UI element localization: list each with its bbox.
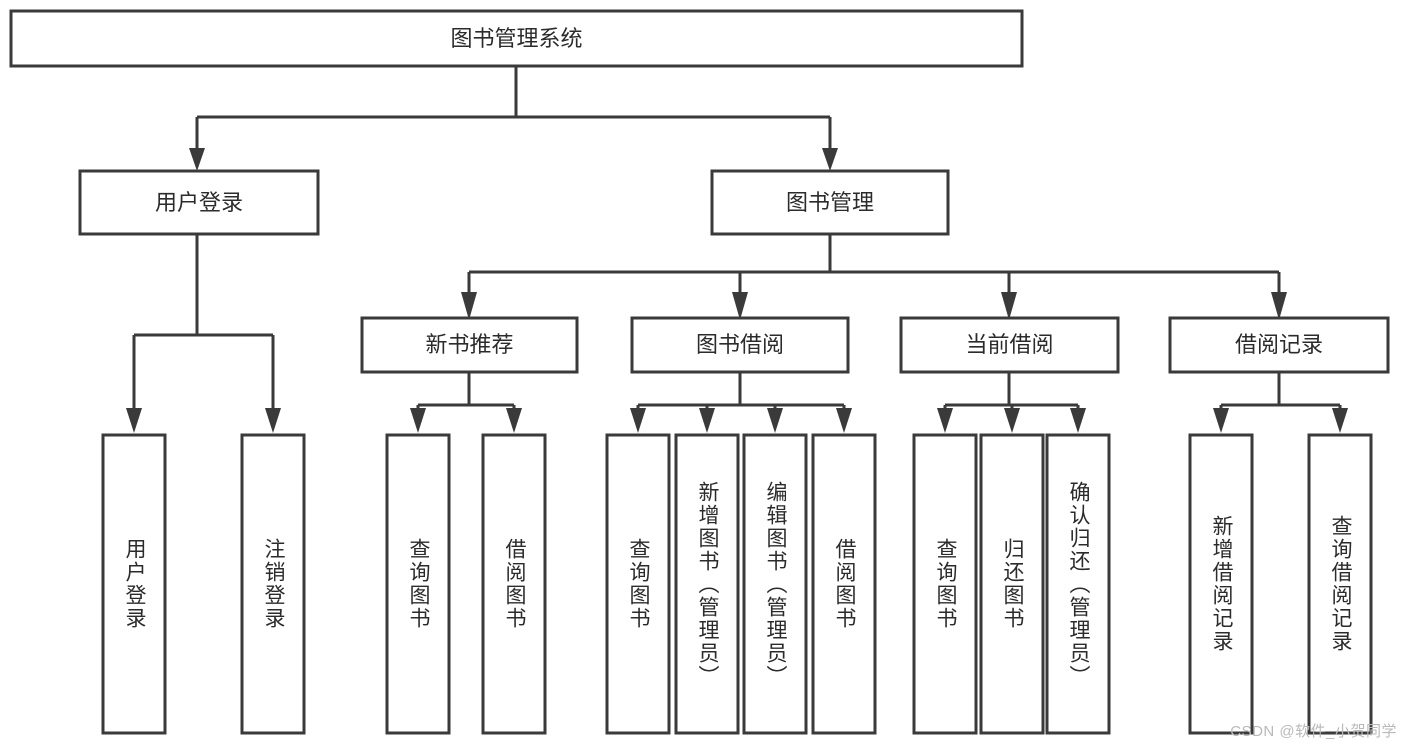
node-box-borrow-record[interactable] [1168, 316, 1390, 374]
connector-newbook-to-leaves [410, 372, 522, 433]
watermark-text: CSDN @软件_小贺同学 [1230, 723, 1397, 740]
node-box-root[interactable] [9, 9, 1024, 68]
node-box-leaf-record-query[interactable] [1307, 433, 1373, 735]
node-box-leaf-newbook-borrow[interactable] [481, 433, 547, 735]
node-box-current-borrow[interactable] [899, 316, 1120, 374]
connector-borrowrecord-to-leaves [1213, 372, 1348, 433]
node-box-book-management[interactable] [710, 169, 950, 236]
connector-root-to-level1 [189, 66, 838, 171]
node-box-leaf-newbook-query[interactable] [385, 433, 451, 735]
node-box-leaf-borrow-edit[interactable] [742, 433, 808, 735]
node-box-new-book-recommend[interactable] [360, 316, 579, 374]
node-box-leaf-current-query[interactable] [912, 433, 978, 735]
node-box-leaf-current-confirm[interactable] [1045, 433, 1111, 735]
node-box-leaf-borrow-add[interactable] [674, 433, 740, 735]
node-box-leaf-user-login[interactable] [101, 433, 167, 735]
node-box-leaf-borrow-lend[interactable] [811, 433, 877, 735]
node-box-book-borrow[interactable] [630, 316, 850, 374]
node-box-leaf-borrow-query[interactable] [605, 433, 671, 735]
node-box-leaf-record-add[interactable] [1188, 433, 1254, 735]
node-box-user-login[interactable] [78, 169, 320, 236]
connector-userlogin-to-leaves [126, 234, 281, 433]
connector-bookborrow-to-leaves [630, 372, 852, 433]
connector-bookmgmt-to-level2 [461, 234, 1287, 320]
node-box-leaf-user-logout[interactable] [240, 433, 306, 735]
connector-currentborrow-to-leaves [937, 372, 1086, 433]
node-box-leaf-current-return[interactable] [979, 433, 1045, 735]
